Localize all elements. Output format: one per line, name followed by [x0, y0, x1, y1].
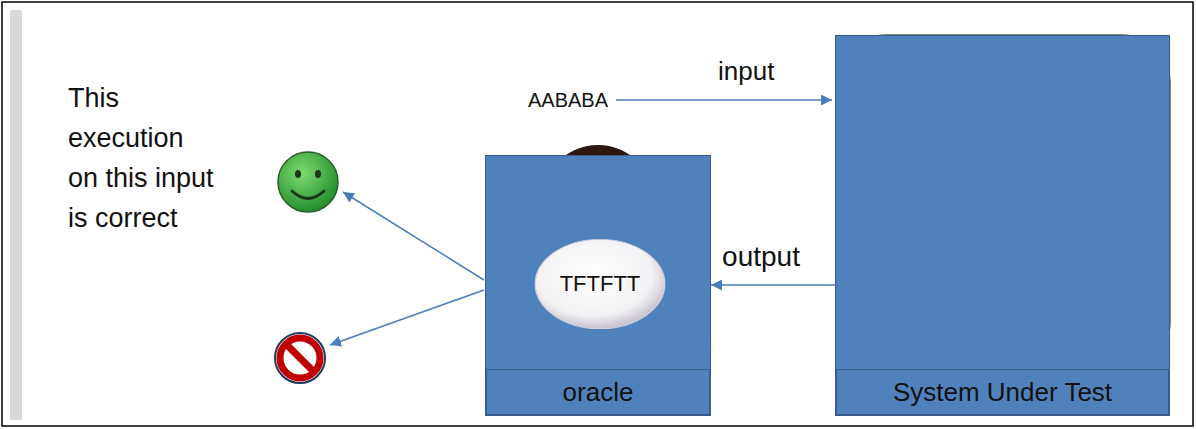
- oracle-box: TFTFTT oracle: [485, 155, 711, 416]
- crystal-ball: TFTFTT: [534, 238, 666, 330]
- smiley-icon: [295, 170, 301, 178]
- smiley-icon: [292, 191, 324, 199]
- system-box: System Under Test: [835, 35, 1170, 416]
- prohibited-icon: [275, 333, 325, 383]
- edge-label-box: output: [719, 241, 803, 273]
- output-arrow: [711, 284, 835, 286]
- smiley-icon: [315, 170, 321, 178]
- node-text: System Under Test: [893, 377, 1112, 408]
- slide-frame: [10, 10, 22, 420]
- label-band: System Under Test: [836, 369, 1169, 415]
- flow-arrows: [343, 192, 484, 280]
- prohibited-icon: [275, 333, 325, 383]
- smiley-icon: [278, 152, 338, 212]
- node-text: oracle: [563, 377, 634, 408]
- input-string: AABABA: [528, 86, 608, 114]
- label-box: AABABA: [528, 86, 608, 114]
- prohibited-icon: [280, 338, 320, 378]
- label-band: oracle: [486, 369, 710, 415]
- prohibited-icon: [286, 344, 314, 372]
- edge-label: output: [719, 241, 803, 272]
- ball-outline: [535, 239, 664, 328]
- statement-text: This execution on this input is correct: [68, 78, 217, 238]
- input-label: input: [718, 56, 774, 86]
- flow-arrows: [330, 290, 484, 345]
- flow-arrows: [616, 99, 832, 101]
- label-box: This execution on this input is correct: [68, 78, 217, 238]
- node-text: TFTFTT: [560, 271, 641, 297]
- label-box: input: [718, 56, 774, 86]
- smiley-icon: [278, 152, 338, 212]
